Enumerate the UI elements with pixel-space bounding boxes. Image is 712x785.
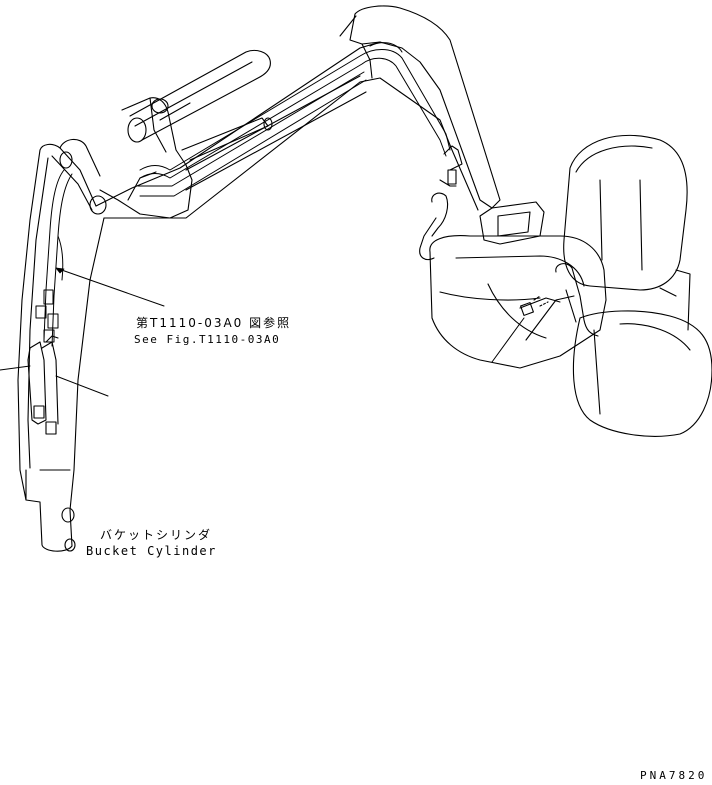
arm [17, 138, 105, 552]
leader-lines [0, 267, 525, 397]
operator-seat [429, 134, 712, 437]
right-control-lever [519, 263, 599, 337]
bucket-cylinder-label-jp: バケットシリンダ [100, 528, 213, 542]
bucket-cylinder-label-en: Bucket Cylinder [86, 544, 217, 558]
left-control-lever [419, 145, 463, 261]
arm-cylinder [181, 75, 367, 191]
reference-label-jp: 第T1110-03A0 図参照 [136, 316, 292, 330]
console-base [659, 269, 691, 331]
boom-cylinder [127, 49, 271, 143]
reference-label-en: See Fig.T1110-03A0 [134, 333, 281, 346]
arm-hoses [35, 169, 73, 347]
figure-code: PNA7820 [640, 769, 708, 782]
bucket-cylinder [27, 335, 59, 435]
arm-bracket [89, 97, 193, 219]
boom-hoses [137, 42, 451, 197]
